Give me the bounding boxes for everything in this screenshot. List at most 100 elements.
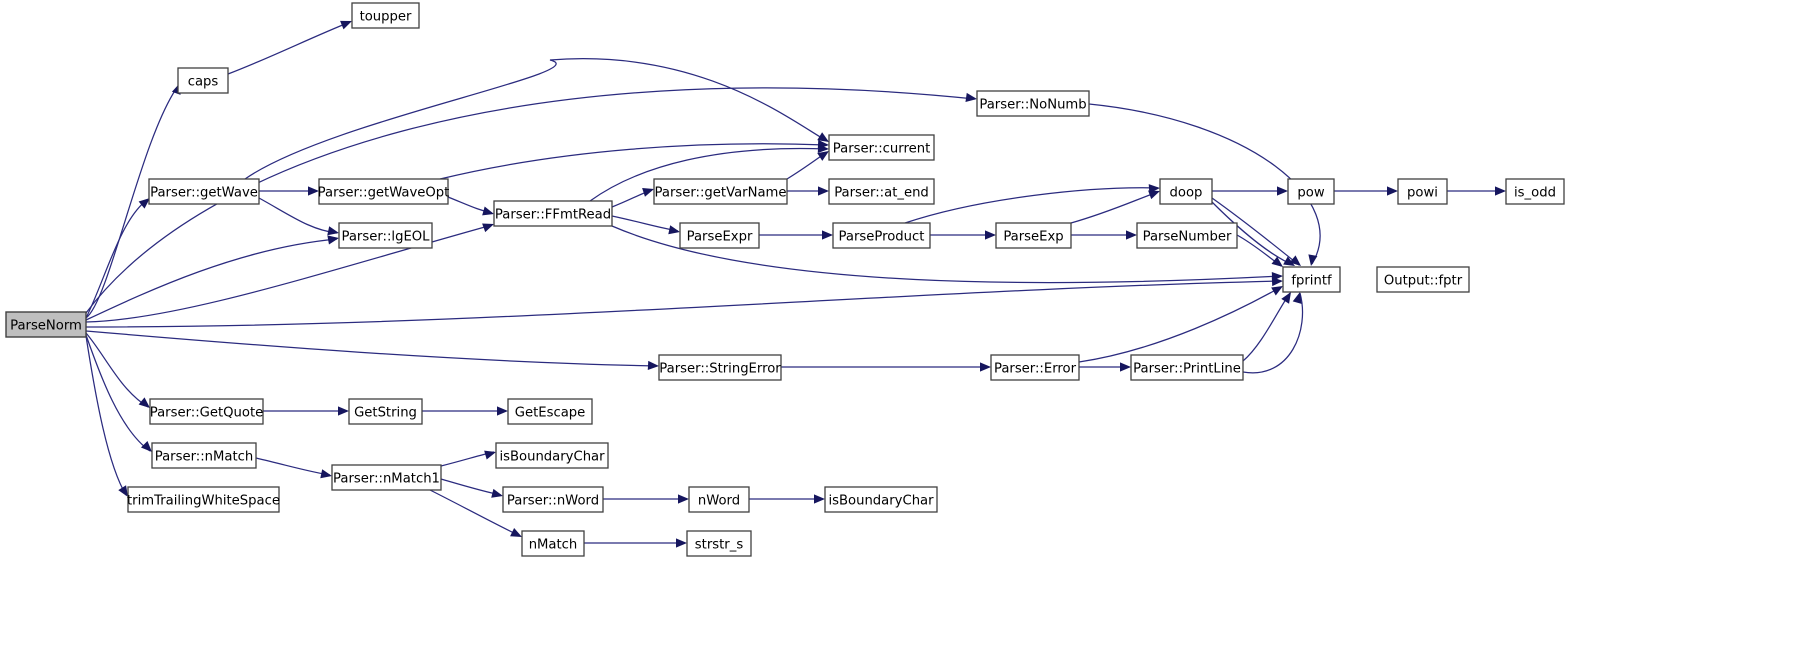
node-current[interactable]: Parser::current: [828, 134, 935, 161]
node-box[interactable]: [1130, 354, 1244, 381]
node-box[interactable]: [1159, 178, 1213, 205]
edge-getvarname-to-current: [786, 151, 829, 180]
node-outputfptr[interactable]: Output::fptr: [1376, 266, 1470, 293]
node-box[interactable]: [148, 178, 260, 205]
edge-ffmtread-to-fprintf: [611, 225, 1283, 284]
node-at_end[interactable]: Parser::at_end: [828, 178, 935, 205]
node-stringerror[interactable]: Parser::StringError: [658, 354, 782, 381]
node-box[interactable]: [1397, 178, 1448, 205]
node-box[interactable]: [828, 134, 935, 161]
node-box[interactable]: [127, 486, 280, 513]
node-box[interactable]: [331, 464, 442, 491]
edge-parsenumber-to-fprintf: [1236, 234, 1283, 267]
edge-ffmtread-to-current: [589, 143, 829, 202]
node-box[interactable]: [502, 486, 604, 513]
arrowhead-icon: [822, 230, 833, 240]
node-box[interactable]: [976, 90, 1090, 117]
node-box[interactable]: [1376, 266, 1470, 293]
node-box[interactable]: [824, 486, 938, 513]
node-box[interactable]: [351, 2, 420, 29]
node-box[interactable]: [995, 222, 1072, 249]
arrowhead-icon: [320, 469, 332, 479]
node-p_nword[interactable]: Parser::nWord: [502, 486, 604, 513]
node-p_nmatch[interactable]: Parser::nMatch: [151, 442, 257, 469]
node-box[interactable]: [348, 398, 423, 425]
edge-getwave-to-getwaveopt: [259, 186, 319, 196]
node-box[interactable]: [495, 442, 609, 469]
node-box[interactable]: [658, 354, 782, 381]
node-getwaveopt[interactable]: Parser::getWaveOpt: [318, 178, 450, 205]
node-parsenumber[interactable]: ParseNumber: [1136, 222, 1238, 249]
node-doop[interactable]: doop: [1159, 178, 1213, 205]
edge-getvarname-to-at_end: [787, 186, 829, 196]
node-box[interactable]: [686, 530, 752, 557]
node-parseexp[interactable]: ParseExp: [995, 222, 1072, 249]
node-parseexpr[interactable]: ParseExpr: [679, 222, 760, 249]
arrowhead-icon: [980, 362, 991, 372]
node-box[interactable]: [1282, 266, 1341, 293]
node-powi[interactable]: powi: [1397, 178, 1448, 205]
arrowhead-icon: [1495, 186, 1506, 196]
node-box[interactable]: [688, 486, 750, 513]
node-getwave[interactable]: Parser::getWave: [148, 178, 260, 205]
node-getstring[interactable]: GetString: [348, 398, 423, 425]
edge-pow-to-powi: [1334, 186, 1398, 196]
node-printline[interactable]: Parser::PrintLine: [1130, 354, 1244, 381]
edge-p_nword-to-nword: [603, 494, 689, 504]
node-box[interactable]: [990, 354, 1080, 381]
node-box[interactable]: [828, 178, 935, 205]
node-trimtrailing[interactable]: trimTrailingWhiteSpace: [127, 486, 280, 513]
edge-line: [589, 147, 828, 202]
node-nword[interactable]: nWord: [688, 486, 750, 513]
node-box[interactable]: [149, 398, 264, 425]
node-error[interactable]: Parser::Error: [990, 354, 1080, 381]
node-parsenorm[interactable]: ParseNorm: [5, 311, 87, 338]
node-toupper[interactable]: toupper: [351, 2, 420, 29]
edge-line: [85, 87, 976, 314]
node-getquote[interactable]: Parser::GetQuote: [149, 398, 264, 425]
edge-ffmtread-to-parseexpr: [611, 215, 680, 235]
node-box[interactable]: [151, 442, 257, 469]
node-box[interactable]: [177, 67, 229, 94]
node-nmatch[interactable]: nMatch: [521, 530, 585, 557]
arrowhead-icon: [965, 92, 977, 103]
node-box[interactable]: [318, 178, 449, 205]
edge-doop-to-fprintf: [1211, 197, 1301, 266]
node-nonumb[interactable]: Parser::NoNumb: [976, 90, 1090, 117]
node-box[interactable]: [1136, 222, 1238, 249]
node-box[interactable]: [521, 530, 585, 557]
node-p_nmatch1[interactable]: Parser::nMatch1: [331, 464, 442, 491]
node-strstr_s[interactable]: strstr_s: [686, 530, 752, 557]
node-fprintf[interactable]: fprintf: [1282, 266, 1341, 293]
node-box[interactable]: [832, 222, 931, 249]
arrowhead-icon: [482, 223, 494, 233]
arrowhead-icon: [482, 206, 494, 216]
node-box[interactable]: [1287, 178, 1335, 205]
node-box[interactable]: [653, 178, 788, 205]
edge-ffmtread-to-getvarname: [611, 188, 654, 208]
node-parseproduct[interactable]: ParseProduct: [832, 222, 931, 249]
node-is_odd[interactable]: is_odd: [1505, 178, 1565, 205]
node-box[interactable]: [507, 398, 593, 425]
edge-printline-to-fprintf: [1242, 292, 1304, 374]
edge-line: [1088, 103, 1321, 265]
edges-layer: [85, 20, 1506, 548]
node-box[interactable]: [338, 222, 433, 249]
node-box[interactable]: [1505, 178, 1565, 205]
node-getescape[interactable]: GetEscape: [507, 398, 593, 425]
node-getvarname[interactable]: Parser::getVarName: [653, 178, 788, 205]
node-isboundarychar2[interactable]: isBoundaryChar: [824, 486, 938, 513]
node-box[interactable]: [5, 311, 87, 338]
node-pow[interactable]: pow: [1287, 178, 1335, 205]
edge-nonumb-to-fprintf: [1088, 103, 1321, 266]
node-box[interactable]: [679, 222, 760, 249]
node-isboundarychar1[interactable]: isBoundaryChar: [495, 442, 609, 469]
arrowhead-icon: [340, 20, 352, 30]
node-box[interactable]: [493, 200, 613, 227]
node-ffmtread[interactable]: Parser::FFmtRead: [493, 200, 613, 227]
node-lgeol[interactable]: Parser::lgEOL: [338, 222, 433, 249]
edge-doop-to-pow: [1212, 186, 1288, 196]
node-caps[interactable]: caps: [177, 67, 229, 94]
edge-line: [85, 238, 338, 321]
